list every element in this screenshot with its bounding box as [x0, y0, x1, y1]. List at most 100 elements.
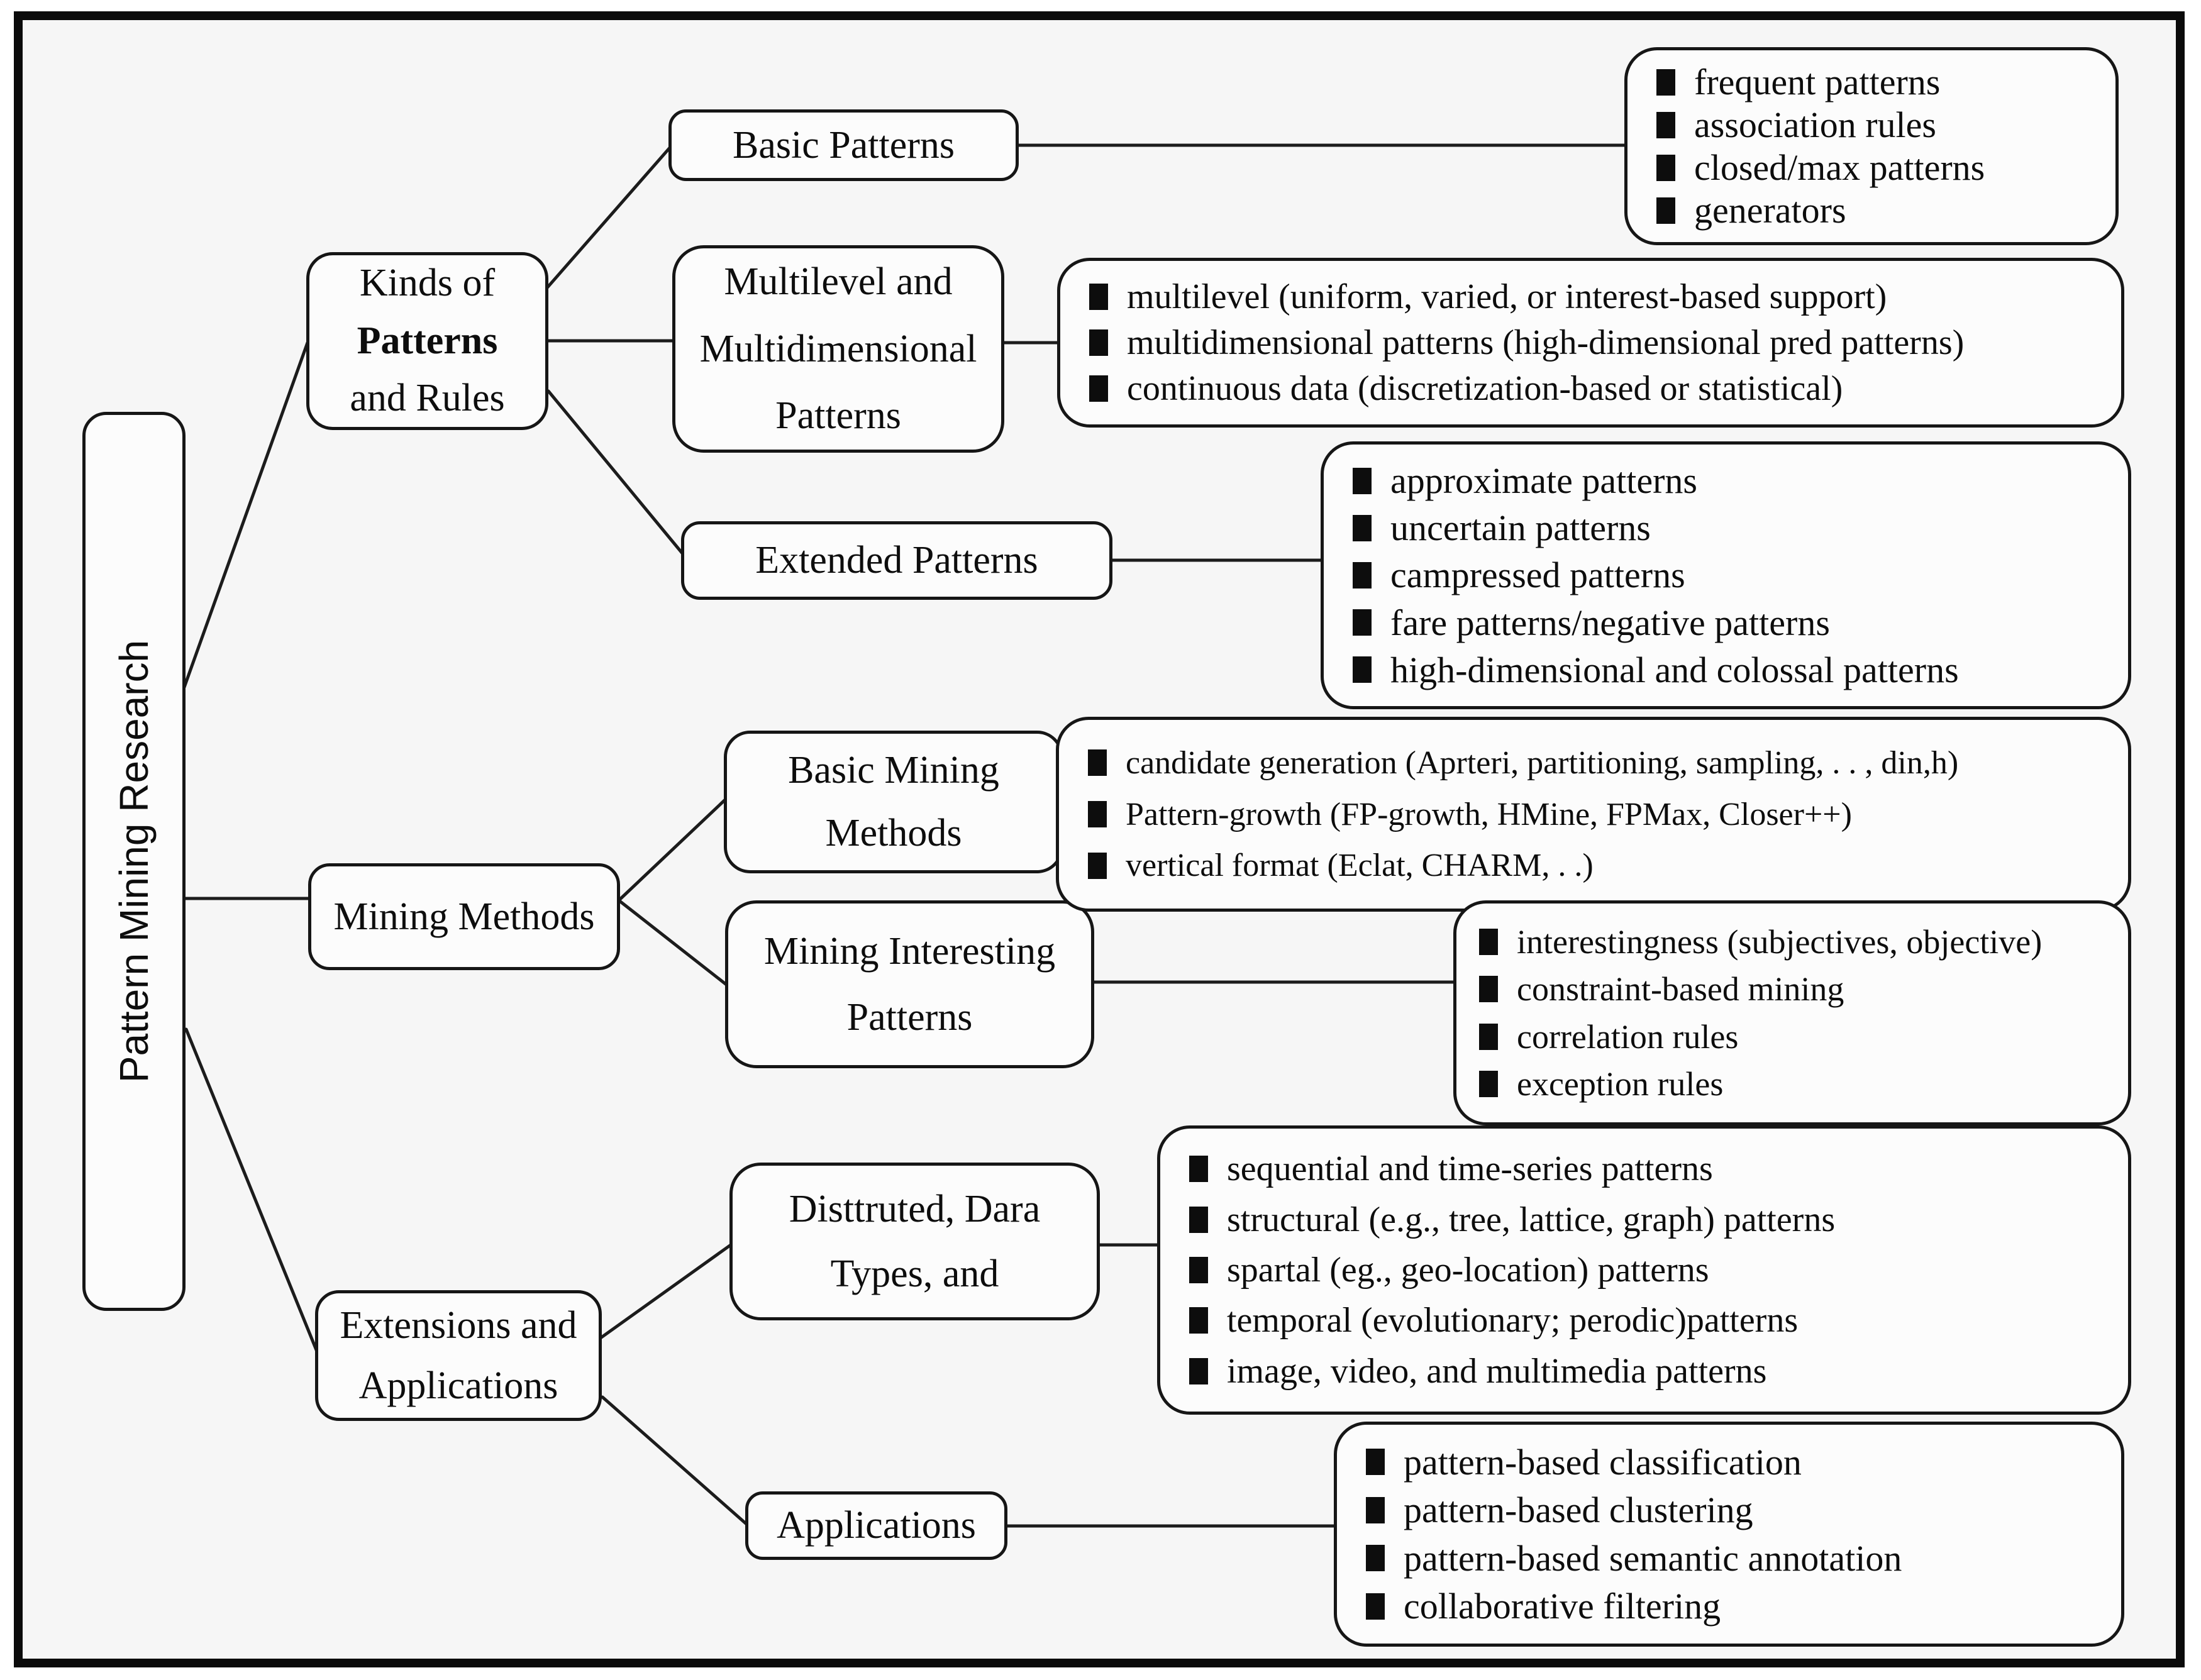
leaf-list-extended-patterns: approximate patterns uncertain patterns …: [1321, 441, 2131, 709]
branch-node-extensions-applications: Extensions and Applications: [315, 1290, 602, 1421]
bullet-icon: [1366, 1449, 1385, 1476]
list-item: structural (e.g., tree, lattice, graph) …: [1189, 1200, 2110, 1240]
list-item-text: pattern-based semantic annotation: [1404, 1537, 1902, 1579]
list-item-text: high-dimensional and colossal patterns: [1390, 649, 1959, 690]
bullet-icon: [1189, 1357, 1208, 1384]
list-item: candidate generation (Aprteri, partition…: [1088, 744, 2110, 782]
list-item-text: collaborative filtering: [1404, 1586, 1721, 1627]
leaf-list-basic-patterns: frequent patterns association rules clos…: [1624, 47, 2119, 245]
list-item-text: fare patterns/negative patterns: [1390, 602, 1830, 643]
connector-mining-interesting: [617, 898, 728, 986]
connector-root-extensions: [184, 1027, 319, 1355]
list-item: continuous data (discretization-based or…: [1089, 368, 2104, 409]
list-item: campressed patterns: [1353, 554, 2110, 596]
list-item-text: exception rules: [1517, 1065, 1724, 1103]
bullet-icon: [1353, 514, 1372, 541]
bullet-icon: [1189, 1206, 1208, 1233]
node-label-line: Patterns: [775, 394, 901, 438]
node-label-line: Basic Mining: [788, 749, 999, 792]
branch-node-mining-methods: Mining Methods: [308, 863, 620, 970]
subbranch-node-mining-interesting-patterns: Mining Interesting Patterns: [725, 900, 1094, 1068]
list-item-text: approximate patterns: [1390, 460, 1697, 502]
connector-kinds-basicpatterns: [544, 146, 672, 291]
bullet-icon: [1088, 749, 1107, 776]
list-item: generators: [1656, 189, 2098, 231]
bullet-icon: [1353, 467, 1372, 494]
list-item: spartal (eg., geo-location) patterns: [1189, 1250, 2110, 1290]
bullet-icon: [1089, 375, 1108, 402]
list-item-text: multilevel (uniform, varied, or interest…: [1127, 277, 1887, 316]
bullet-icon: [1189, 1307, 1208, 1334]
node-label-line: Basic Patterns: [733, 123, 955, 167]
list-item-text: image, video, and multimedia patterns: [1227, 1351, 1767, 1391]
bullet-icon: [1088, 852, 1107, 879]
node-label-line: Patterns: [357, 319, 498, 362]
bullet-icon: [1656, 197, 1675, 224]
leaf-list-applications: pattern-based classification pattern-bas…: [1334, 1422, 2124, 1647]
subbranch-node-multilevel-multidimensional: Multilevel and Multidimensional Patterns: [672, 245, 1004, 453]
list-item: association rules: [1656, 104, 2098, 146]
list-item-text: frequent patterns: [1694, 62, 1941, 102]
list-item: high-dimensional and colossal patterns: [1353, 649, 2110, 691]
list-item-text: structural (e.g., tree, lattice, graph) …: [1227, 1200, 1836, 1239]
node-label-line: Extensions and: [340, 1303, 577, 1347]
node-label-line: Multidimensional: [699, 327, 977, 370]
subbranch-node-basic-patterns: Basic Patterns: [668, 109, 1019, 181]
node-label-line: Patterns: [846, 995, 973, 1039]
subbranch-node-applications: Applications: [745, 1491, 1007, 1560]
leaf-list-basic-mining-methods: candidate generation (Aprteri, partition…: [1056, 717, 2131, 912]
root-node-pattern-mining-research: Pattern Mining Research: [82, 412, 186, 1311]
bullet-icon: [1479, 928, 1498, 955]
root-node-label: Pattern Mining Research: [111, 639, 157, 1083]
bullet-icon: [1353, 609, 1372, 636]
list-item-text: correlation rules: [1517, 1017, 1739, 1056]
subbranch-node-extended-patterns: Extended Patterns: [681, 521, 1112, 600]
bullet-icon: [1366, 1545, 1385, 1572]
bullet-icon: [1088, 801, 1107, 827]
node-label-line: and Rules: [350, 377, 505, 420]
list-item: temporal (evolutionary; perodic)patterns: [1189, 1300, 2110, 1340]
list-item-text: interestingness (subjectives, objective): [1517, 922, 2043, 961]
list-item: interestingness (subjectives, objective): [1479, 922, 2110, 961]
list-item-text: temporal (evolutionary; perodic)patterns: [1227, 1301, 1799, 1340]
bullet-icon: [1479, 1023, 1498, 1050]
list-item: multilevel (uniform, varied, or interest…: [1089, 277, 2104, 317]
list-item: pattern-based semantic annotation: [1366, 1537, 2104, 1579]
list-item: sequential and time-series patterns: [1189, 1149, 2110, 1189]
branch-node-kinds-of-patterns: Kinds of Patterns and Rules: [306, 252, 548, 430]
connector-extensions-apps: [601, 1395, 748, 1526]
list-item: Pattern-growth (FP-growth, HMine, FPMax,…: [1088, 796, 2110, 833]
list-item: frequent patterns: [1656, 61, 2098, 103]
list-item: exception rules: [1479, 1064, 2110, 1103]
list-item: pattern-based clustering: [1366, 1489, 2104, 1531]
list-item: fare patterns/negative patterns: [1353, 602, 2110, 644]
list-item: constraint-based mining: [1479, 970, 2110, 1009]
list-item-text: Pattern-growth (FP-growth, HMine, FPMax,…: [1126, 796, 1852, 832]
list-item: image, video, and multimedia patterns: [1189, 1351, 2110, 1391]
bullet-icon: [1189, 1256, 1208, 1283]
list-item-text: generators: [1694, 190, 1846, 231]
connector-extensions-datatypes: [599, 1243, 733, 1340]
subbranch-node-distributed-data-types: Disttruted, Dara Types, and: [729, 1163, 1100, 1320]
list-item-text: pattern-based clustering: [1404, 1489, 1753, 1531]
list-item: uncertain patterns: [1353, 507, 2110, 549]
list-item-text: multidimensional patterns (high-dimensio…: [1127, 323, 1965, 362]
list-item-text: continuous data (discretization-based or…: [1127, 369, 1843, 408]
node-label-line: Mining Interesting: [763, 930, 1056, 973]
bullet-icon: [1353, 561, 1372, 589]
leaf-list-multilevel: multilevel (uniform, varied, or interest…: [1057, 258, 2124, 428]
list-item: approximate patterns: [1353, 460, 2110, 502]
bullet-icon: [1089, 284, 1108, 310]
list-item: closed/max patterns: [1656, 146, 2098, 189]
connector-root-kinds: [182, 341, 309, 689]
list-item: correlation rules: [1479, 1017, 2110, 1056]
bullet-icon: [1353, 656, 1372, 683]
connector-kinds-extended: [546, 389, 684, 555]
node-label-line: Applications: [777, 1504, 976, 1547]
list-item: multidimensional patterns (high-dimensio…: [1089, 323, 2104, 363]
node-label-line: Methods: [825, 811, 962, 854]
list-item-text: association rules: [1694, 104, 1936, 145]
bullet-icon: [1366, 1496, 1385, 1523]
list-item-text: constraint-based mining: [1517, 970, 1844, 1009]
